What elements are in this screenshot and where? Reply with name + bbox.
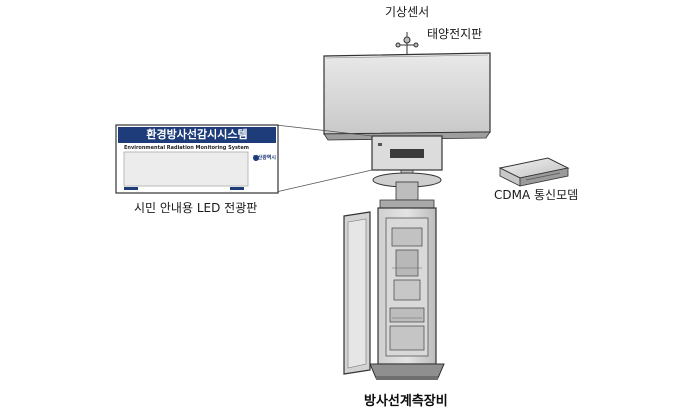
label-cdma-modem: CDMA 통신모뎀 bbox=[494, 188, 579, 202]
label-solar-panel: 태양전지판 bbox=[427, 27, 483, 41]
label-radiation-equipment: 방사선계측장비 bbox=[364, 394, 448, 409]
cabinet-top bbox=[372, 172, 442, 209]
cdma-modem-icon bbox=[498, 157, 570, 187]
sign-organization: 부산광역시 bbox=[253, 155, 277, 161]
led-board-icon bbox=[371, 135, 443, 171]
weather-sensor-icon bbox=[395, 32, 419, 56]
cabinet-base bbox=[369, 363, 445, 380]
label-citizen-led-board: 시민 안내용 LED 전광판 bbox=[134, 201, 258, 215]
solar-panel-icon bbox=[323, 52, 491, 141]
cabinet-door bbox=[343, 211, 371, 375]
radiation-equipment-cabinet bbox=[377, 207, 437, 365]
sign-title: 환경방사선감시시스템 bbox=[118, 127, 276, 143]
sign-subtitle: Environmental Radiation Monitoring Syste… bbox=[124, 145, 249, 151]
callout-lines bbox=[275, 124, 373, 193]
label-weather-sensor: 기상센서 bbox=[385, 5, 430, 19]
